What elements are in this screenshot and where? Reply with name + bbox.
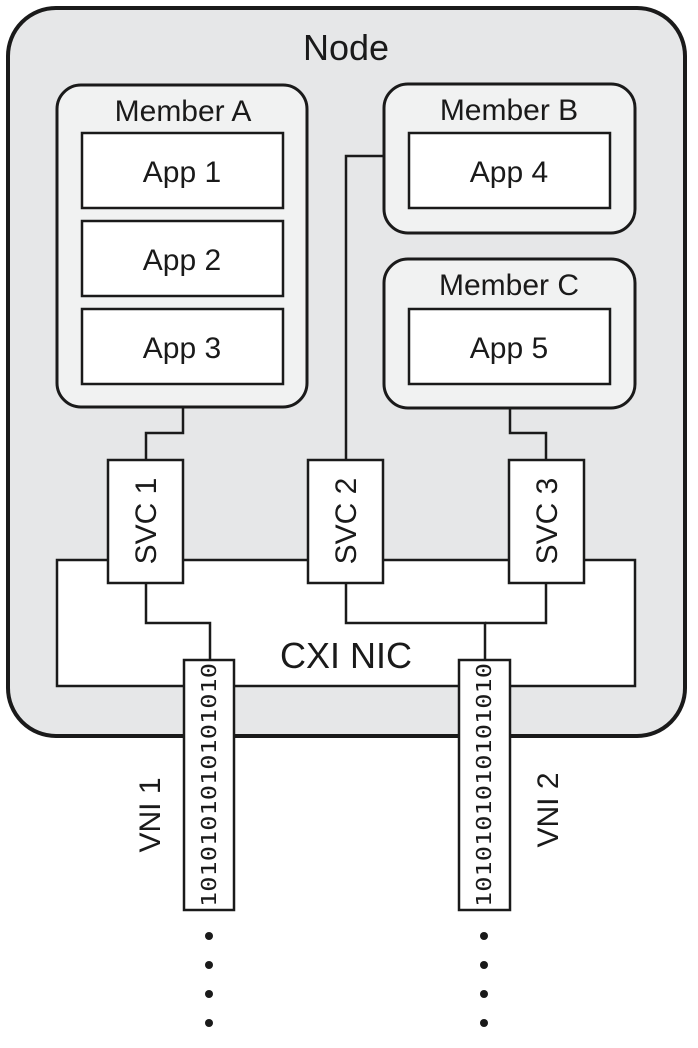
app-4-box: [407, 131, 612, 210]
app-3-box: [80, 307, 285, 386]
vni-1-strip: [182, 658, 236, 912]
connector-svc-2-vni-2: [344, 583, 487, 660]
svc-3-box: [507, 458, 586, 585]
vni-2-strip: [457, 658, 512, 912]
app-5-label: App 5: [470, 332, 548, 365]
svc-2-label: SVC 2: [330, 478, 363, 565]
vni-2-ellipsis: [480, 932, 488, 1027]
vni-1-ellipsis: [205, 932, 213, 1027]
svc-2-box: [306, 458, 385, 585]
member-a-label: Member A: [115, 95, 252, 128]
connector-svc-1-vni-1: [144, 583, 212, 660]
svc-1-label: SVC 1: [130, 478, 163, 565]
app-2-label: App 2: [143, 244, 221, 277]
app-4-label: App 4: [470, 156, 548, 189]
vni-1-label: VNI 1: [134, 777, 167, 852]
member-b-label: Member B: [440, 94, 578, 127]
app-1-box: [80, 131, 285, 210]
app-3-label: App 3: [143, 332, 221, 365]
vni-1-bits: 1010101010101010: [197, 663, 221, 907]
connector-member-c-svc-3: [508, 408, 548, 460]
app-2-box: [80, 219, 285, 298]
member-c-label: Member C: [439, 269, 579, 302]
connector-member-a-svc-1: [144, 407, 185, 460]
vni-2-bits: 1010101010101010: [472, 663, 496, 907]
app-1-label: App 1: [143, 156, 221, 189]
nic-label: CXI NIC: [280, 635, 412, 676]
node-label: Node: [303, 27, 389, 68]
connector-member-b-svc-2: [344, 154, 384, 460]
app-5-box: [407, 307, 612, 386]
svc-1-box: [106, 458, 185, 585]
svc-3-label: SVC 3: [531, 478, 564, 565]
vni-2-label: VNI 2: [532, 772, 565, 847]
connector-svc-3-vni-2: [485, 583, 548, 625]
